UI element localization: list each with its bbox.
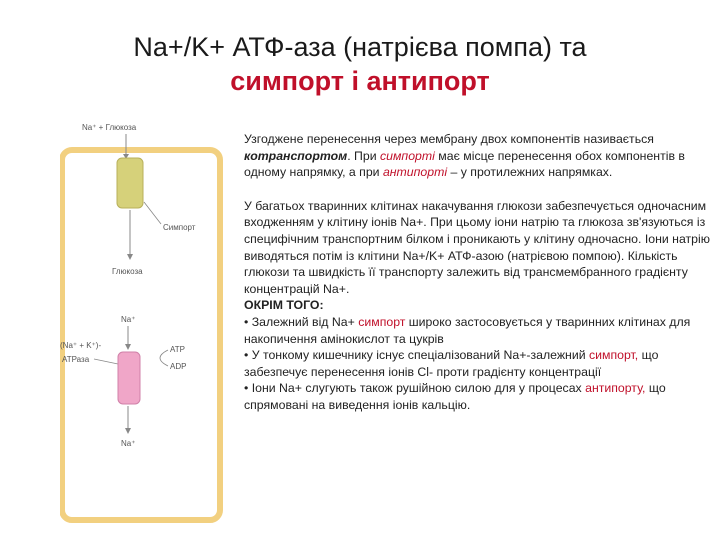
- p1-text-5: має місце перенесення обох компонентів в…: [244, 148, 685, 180]
- bullet-2-a: • У тонкому кишечнику існує спеціалізова…: [244, 348, 589, 363]
- na-label-bottom: Na⁺: [121, 439, 135, 448]
- term-symport: симпорті: [380, 148, 435, 163]
- cell-membrane: [59, 147, 223, 523]
- adp-label: ADP: [170, 362, 186, 371]
- bullet-2-symport: симпорт,: [589, 348, 639, 363]
- symport-label: Симпорт: [163, 223, 196, 232]
- atpase-label-1: (Na⁺ + K⁺)-: [60, 341, 101, 350]
- arrow-na-mid-head: [125, 344, 131, 350]
- bullet-2-c: що забезпечує перенесення іонів Cl- прот…: [244, 348, 659, 379]
- arrow-glucose-head: [127, 254, 133, 260]
- bullet-3-a: • Іони Na+ слугують також рушійною силою…: [244, 381, 586, 396]
- na-label-mid: Na⁺: [121, 315, 135, 324]
- bullet-3-antiport: антипорту,: [585, 381, 646, 396]
- bullet-1-symport: симпорт: [358, 314, 406, 329]
- symporter-protein: [116, 157, 144, 209]
- atpase-label-2: АТРаза: [62, 355, 90, 364]
- bullet-3: • Іони Na+ слугують також рушійною силою…: [244, 380, 720, 413]
- paragraph-glucose-transport: У багатьох тваринних клітинах накачуванн…: [244, 198, 720, 414]
- bullet-1-c: широко застосовується у тваринних клітин…: [244, 314, 691, 346]
- besides-heading: ОКРІМ ТОГО:: [244, 298, 324, 313]
- bullet-2: • У тонкому кишечнику існує спеціалізова…: [244, 347, 720, 380]
- term-cotransport: котранспортом: [244, 148, 348, 163]
- p2-main-text: У багатьох тваринних клітинах накачуванн…: [244, 198, 710, 296]
- transport-diagram: Na⁺ + Глюкоза Симпорт Глюкоза Na⁺ (Na⁺ +…: [59, 112, 250, 532]
- diagram-svg: Na⁺ + Глюкоза Симпорт Глюкоза Na⁺ (Na⁺ +…: [59, 123, 223, 523]
- symport-pointer: [143, 201, 162, 225]
- title-line-2: симпорт і антипорт: [230, 66, 490, 96]
- atp-label: ATP: [170, 345, 185, 354]
- sodium-pump-protein: [117, 351, 141, 405]
- bullet-3-c: що спрямовані на виведення іонів кальцію…: [244, 381, 666, 412]
- top-label: Na⁺ + Глюкоза: [82, 123, 137, 132]
- body-text: Узгоджене перенесення через мембрану дво…: [244, 131, 720, 414]
- arrow-na-bottom-head: [125, 428, 131, 434]
- p1-text-3: . При: [347, 148, 381, 163]
- atp-adp-curve: [159, 349, 169, 367]
- slide-title: Na+/K+ АТФ-аза (натрієва помпа) та симпо…: [0, 30, 720, 98]
- p1-text-1: Узгоджене перенесення через мембрану дво…: [244, 132, 654, 146]
- p1-text-7: – у протилежних напрямках.: [447, 165, 613, 180]
- bullet-1: • Залежний від Na+ симпорт широко застос…: [244, 314, 720, 347]
- title-line-1: Na+/K+ АТФ-аза (натрієва помпа) та: [133, 32, 587, 62]
- paragraph-cotransport: Узгоджене перенесення через мембрану дво…: [244, 131, 720, 181]
- bullet-1-a: • Залежний від Na+: [244, 314, 359, 329]
- glucose-label: Глюкоза: [112, 267, 143, 276]
- term-antiport: антипорті: [382, 165, 448, 180]
- atpase-pointer: [93, 358, 119, 365]
- arrow-top-head: [123, 154, 129, 159]
